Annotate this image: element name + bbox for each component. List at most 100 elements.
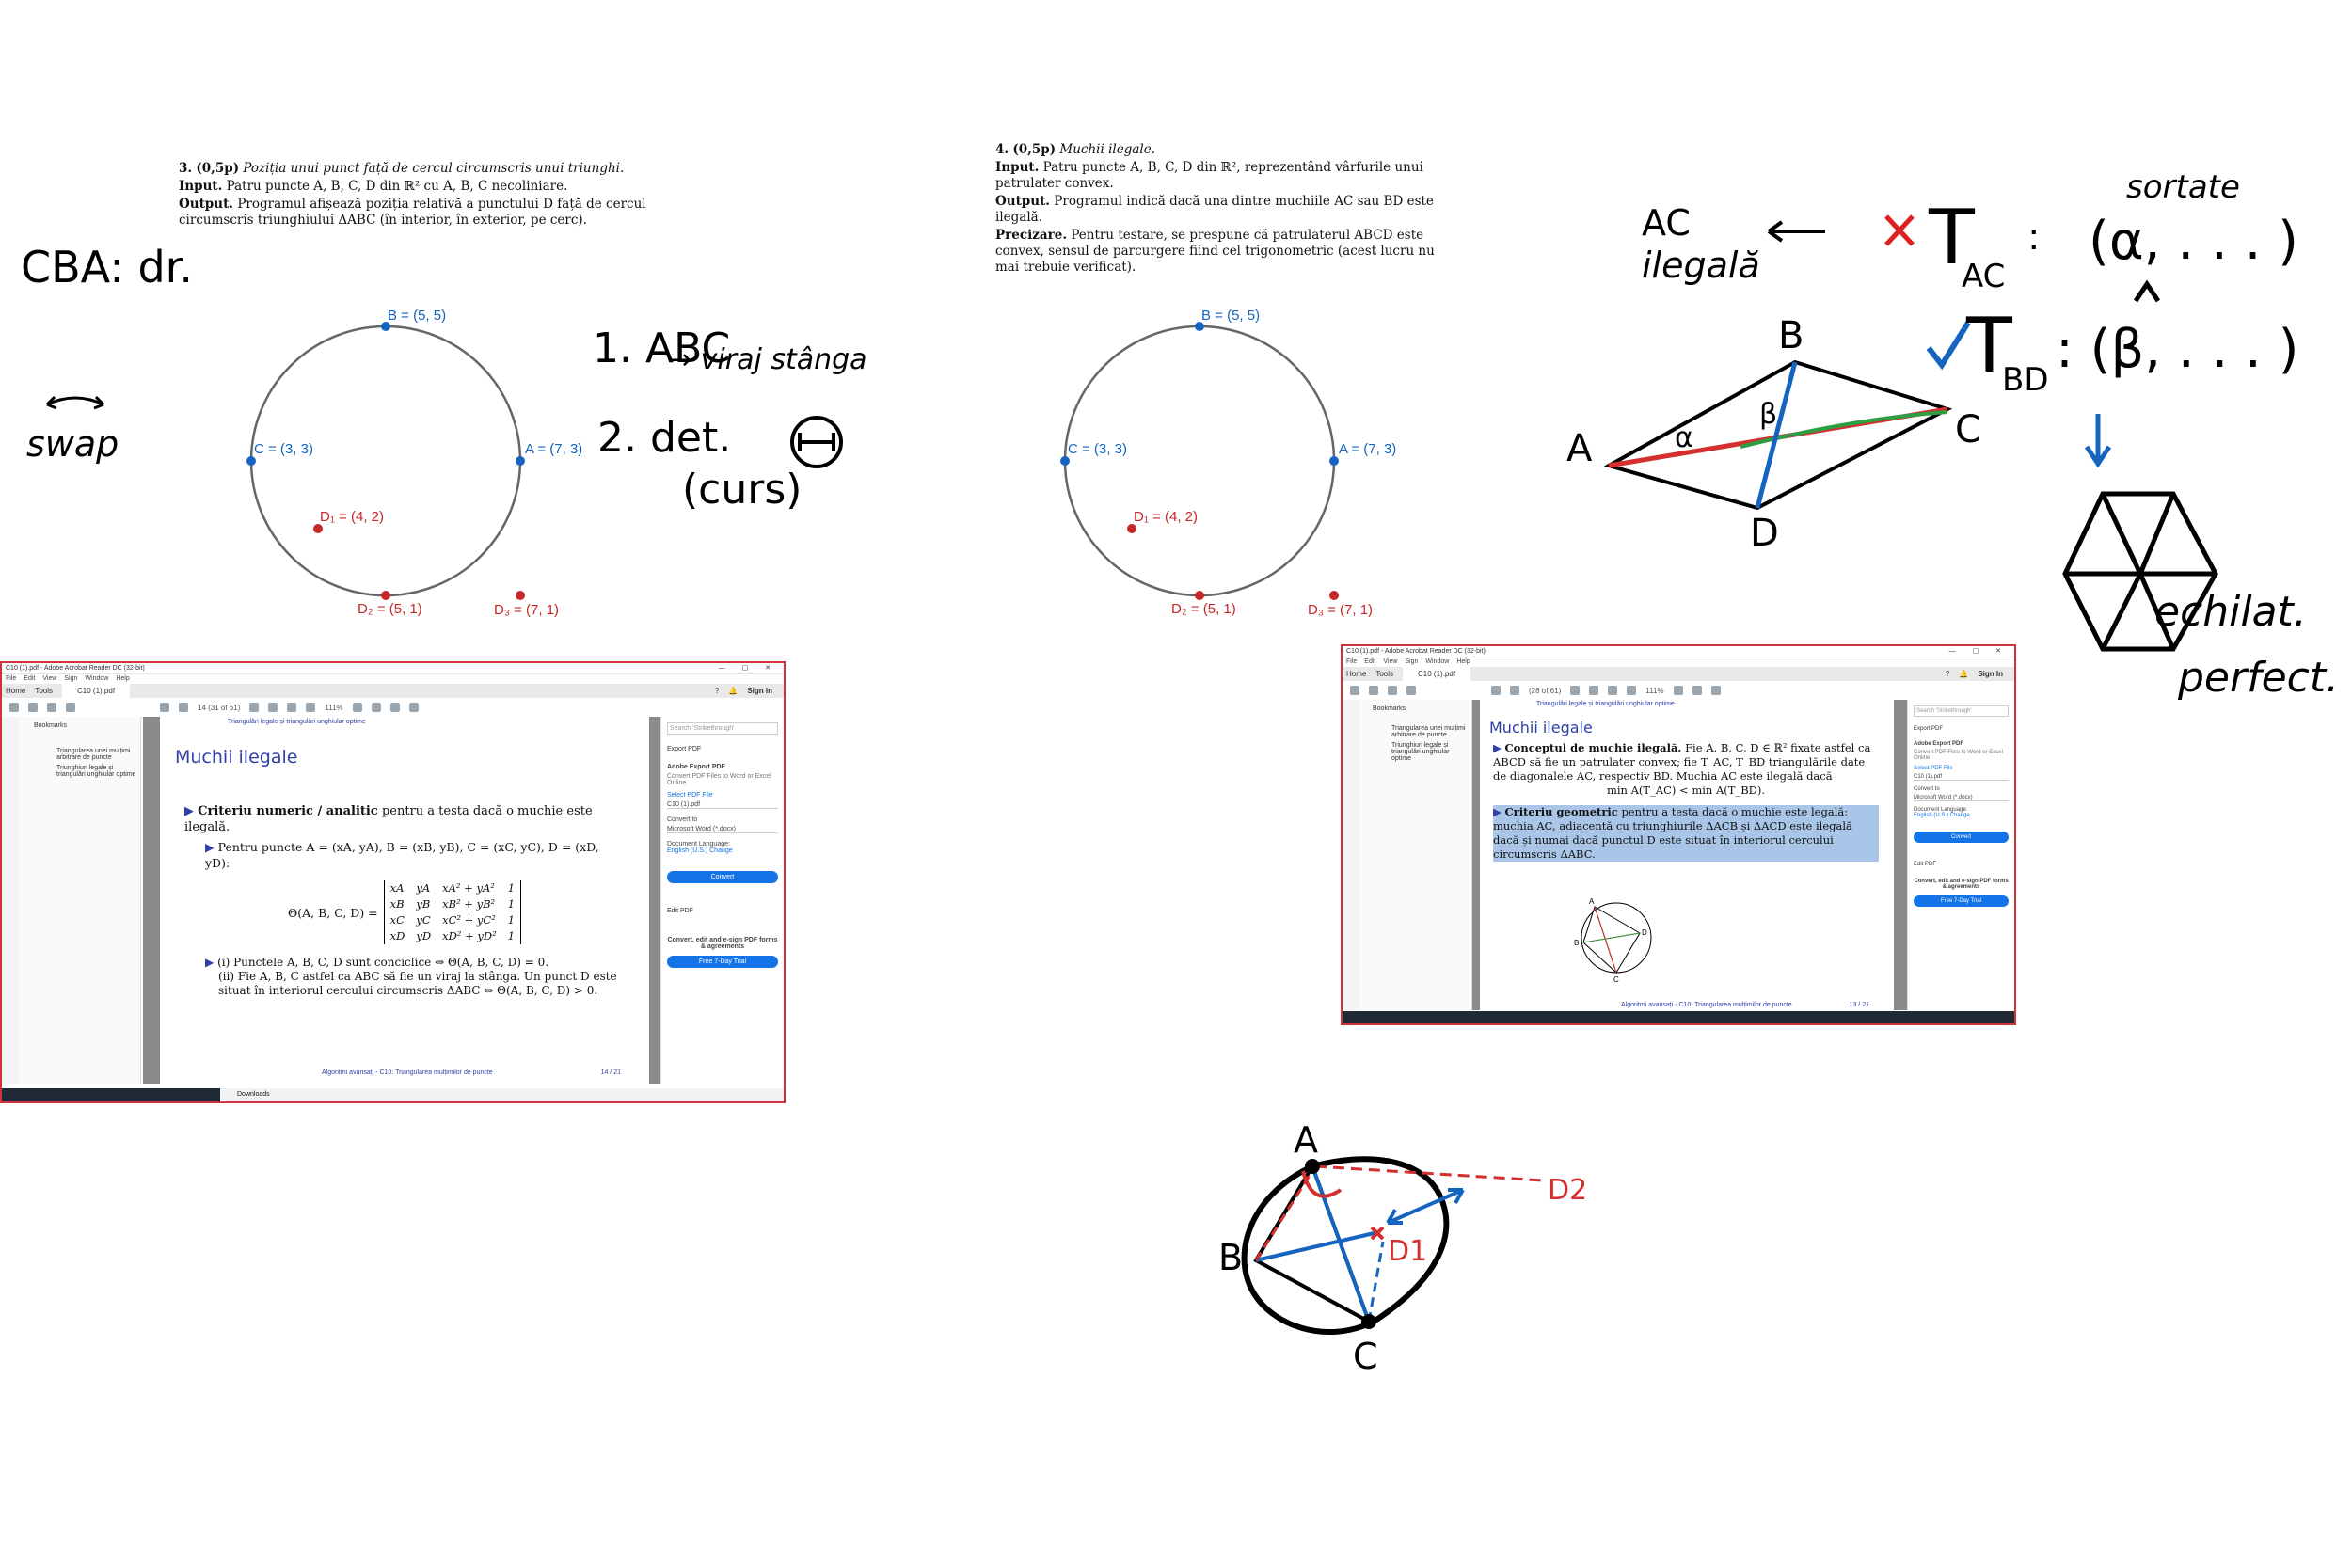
menu-file[interactable]: File xyxy=(1346,658,1358,665)
format-select[interactable]: Microsoft Word (*.docx) xyxy=(667,826,778,833)
search-icon[interactable] xyxy=(66,703,75,712)
page-up-icon[interactable] xyxy=(1491,686,1501,695)
menu-window[interactable]: Window xyxy=(85,675,109,682)
bookmark-star-icon[interactable] xyxy=(28,703,38,712)
label-d2: D₂ = (5, 1) xyxy=(1171,601,1236,617)
convert-button[interactable]: Convert xyxy=(667,871,778,883)
blue-double-arrow-icon xyxy=(1386,1188,1465,1225)
page-down-icon[interactable] xyxy=(1510,686,1519,695)
problem-3-points: (0,5p) xyxy=(196,161,240,176)
zoom-in-icon[interactable] xyxy=(1627,686,1637,695)
fit-page-icon[interactable] xyxy=(1673,686,1683,695)
slide-title: Muchii ilegale xyxy=(1489,719,1593,736)
menu-sign[interactable]: Sign xyxy=(64,675,78,682)
slide-body: ▶ Conceptul de muchie ilegală. Fie A, B,… xyxy=(1493,741,1879,862)
theta-icon xyxy=(790,416,843,468)
bookmark-item[interactable]: Triangularea unei mulțimi arbitrare de p… xyxy=(1391,725,1466,738)
tab-tools[interactable]: Tools xyxy=(1375,670,1394,678)
trial-button[interactable]: Free 7-Day Trial xyxy=(667,956,778,968)
zoom-level[interactable]: 111% xyxy=(1645,686,1664,695)
file-name-field[interactable]: C10 (1).pdf xyxy=(667,801,778,809)
save-icon[interactable] xyxy=(1350,686,1359,695)
tab-document[interactable]: C10 (1).pdf xyxy=(1403,667,1471,681)
page-indicator[interactable]: (28 of 61) xyxy=(1529,686,1562,695)
hw-step1: 1. ABC xyxy=(593,325,730,372)
menu-edit[interactable]: Edit xyxy=(24,675,36,682)
tools-search-input[interactable]: Search 'Strikethrough' xyxy=(1914,705,2009,717)
bell-icon[interactable]: 🔔 xyxy=(728,687,739,695)
edit-pdf-item[interactable]: Edit PDF xyxy=(667,908,694,914)
menu-edit[interactable]: Edit xyxy=(1364,658,1376,665)
page-indicator[interactable]: 14 (31 of 61) xyxy=(198,703,241,712)
sign-in-button[interactable]: Sign In xyxy=(747,687,772,695)
zoom-in-icon[interactable] xyxy=(306,703,316,712)
mini-circle-diagram: A B C D xyxy=(1574,897,1652,984)
export-pdf-header[interactable]: Export PDF xyxy=(667,746,702,752)
language-change-link[interactable]: English (U.S.) Change xyxy=(1914,813,1970,818)
sign-icon[interactable] xyxy=(408,703,419,712)
bookmark-item[interactable]: Triunghiuri legale și triangulări unghiu… xyxy=(1391,742,1450,762)
comment-icon[interactable] xyxy=(371,703,381,712)
edit-pdf-item[interactable]: Edit PDF xyxy=(1914,862,1937,867)
zoom-out-icon[interactable] xyxy=(1608,686,1618,695)
search-icon[interactable] xyxy=(1406,686,1416,695)
bookmark-star-icon[interactable] xyxy=(1369,686,1378,695)
bullet-heading: Criteriu numeric / analitic xyxy=(198,804,378,818)
page-down-icon[interactable] xyxy=(179,703,188,712)
window-controls[interactable]: — ▢ ✕ xyxy=(1948,648,2009,655)
tab-document[interactable]: C10 (1).pdf xyxy=(62,684,131,698)
downloads-button[interactable]: Downloads xyxy=(237,1091,270,1098)
promo-text: Convert, edit and e-sign PDF forms & agr… xyxy=(667,937,778,950)
mini-label-b: B xyxy=(1574,939,1579,947)
export-pdf-header[interactable]: Export PDF xyxy=(1914,726,1944,732)
menu-file[interactable]: File xyxy=(6,675,17,682)
acrobat-window-left: C10 (1).pdf - Adobe Acrobat Reader DC (3… xyxy=(0,661,786,1103)
hand-icon[interactable] xyxy=(268,703,278,712)
format-select[interactable]: Microsoft Word (*.docx) xyxy=(1914,795,2009,801)
mini-label-d: D xyxy=(1642,928,1647,937)
bookmark-item[interactable]: Triangularea unei mulțimi arbitrare de p… xyxy=(56,748,131,761)
window-title: C10 (1).pdf - Adobe Acrobat Reader DC (3… xyxy=(6,665,145,672)
menu-sign[interactable]: Sign xyxy=(1405,658,1419,665)
file-name-field[interactable]: C10 (1).pdf xyxy=(1914,774,2009,781)
convert-button[interactable]: Convert xyxy=(1914,832,2009,843)
tab-tools[interactable]: Tools xyxy=(35,687,54,695)
label-d3: D₃ = (7, 1) xyxy=(494,602,559,618)
menu-help[interactable]: Help xyxy=(1456,658,1470,665)
language-change-link[interactable]: English (U.S.) Change xyxy=(667,847,733,854)
hw-step2: 2. det. xyxy=(597,414,731,462)
bullet-text: pentru a testa dacă o muchie este ilegal… xyxy=(184,804,593,834)
page-up-icon[interactable] xyxy=(160,703,169,712)
help-icon[interactable]: ? xyxy=(1945,670,1950,678)
bookmark-item[interactable]: Triunghiuri legale și triangulări unghiu… xyxy=(56,765,136,778)
help-icon[interactable]: ? xyxy=(714,687,720,695)
menu-view[interactable]: View xyxy=(1383,658,1398,665)
select-file-link[interactable]: Select PDF File xyxy=(667,792,713,799)
window-controls[interactable]: — ▢ ✕ xyxy=(718,665,778,672)
point-d3 xyxy=(516,591,525,600)
hw-beta: β xyxy=(1759,398,1777,431)
zoom-out-icon[interactable] xyxy=(287,703,297,712)
save-icon[interactable] xyxy=(9,703,19,712)
comment-icon[interactable] xyxy=(1692,686,1702,695)
sign-in-button[interactable]: Sign In xyxy=(1978,670,2003,678)
fit-page-icon[interactable] xyxy=(352,703,362,712)
print-icon[interactable] xyxy=(1388,686,1397,695)
cursor-icon[interactable] xyxy=(1570,686,1581,695)
pen-icon[interactable] xyxy=(389,703,400,712)
select-file-link[interactable]: Select PDF File xyxy=(1914,766,1953,771)
bell-icon[interactable]: 🔔 xyxy=(1959,670,1969,678)
menu-window[interactable]: Window xyxy=(1425,658,1450,665)
page-footer-left: Algoritmi avansați - C10: Triangularea m… xyxy=(322,1069,493,1076)
tab-home[interactable]: Home xyxy=(1346,670,1367,678)
print-icon[interactable] xyxy=(47,703,56,712)
zoom-level[interactable]: 111% xyxy=(325,703,343,712)
menu-help[interactable]: Help xyxy=(116,675,130,682)
tools-search-input[interactable]: Search 'Strikethrough' xyxy=(667,722,778,735)
hand-icon[interactable] xyxy=(1589,686,1599,695)
trial-button[interactable]: Free 7-Day Trial xyxy=(1914,895,2009,907)
pen-icon[interactable] xyxy=(1710,686,1721,695)
cursor-icon[interactable] xyxy=(249,703,260,712)
menu-view[interactable]: View xyxy=(42,675,57,682)
tab-home[interactable]: Home xyxy=(6,687,26,695)
